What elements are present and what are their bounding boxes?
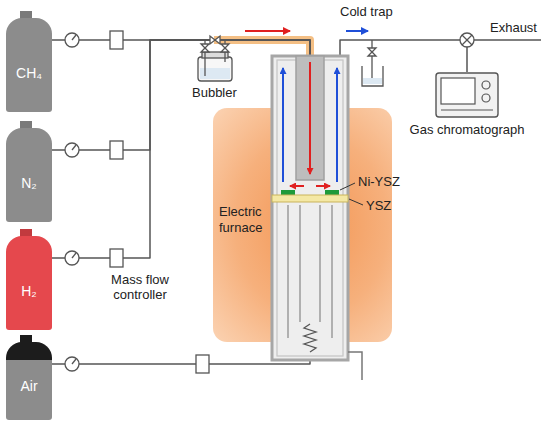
pressure-gauges: [65, 33, 79, 371]
label-holder: YSZ: [366, 198, 391, 213]
electric-furnace: Electric furnace: [213, 108, 392, 342]
exhaust-flow-arrow: [282, 68, 284, 182]
flow-label: Exhaust: [490, 20, 537, 35]
exhaust-valve: [460, 33, 474, 47]
gas-cylinder: Air: [6, 342, 52, 420]
leader-line: [340, 183, 355, 190]
node-text: Gas chromatograph: [410, 122, 525, 138]
cylinder-label: Air: [6, 378, 52, 394]
fuel-spread-arrow: [290, 185, 304, 187]
gas-chromatograph: Gas chromatograph: [402, 72, 532, 138]
equipment-label: Cold trap: [340, 4, 393, 19]
label-holder: Cold trap: [340, 4, 393, 19]
fuel-flow-arrow: [309, 62, 311, 174]
anode-layer: [325, 190, 339, 195]
cylinder-label: N₂: [6, 175, 52, 191]
cylinder-label: CH₄: [6, 65, 52, 81]
node-text: Electric furnace: [219, 204, 271, 236]
gas-cylinder: H₂: [6, 236, 52, 330]
cold-trap: [362, 40, 383, 86]
inlet-tube: [296, 56, 324, 180]
spring-symbol: [304, 324, 316, 352]
outlet-flow-arrow: [346, 30, 368, 32]
electrolyte-plate: [272, 195, 348, 202]
fuel-spread-arrow: [316, 185, 330, 187]
mass-flow-controllers: [110, 31, 209, 373]
air-outlet-pipe: [348, 352, 362, 380]
gas-cylinder: N₂: [6, 128, 52, 222]
gas-cylinder: CH₄: [6, 18, 52, 112]
inlet-flow-arrow: [245, 30, 290, 32]
equipment-label: Mass flow controller: [98, 272, 182, 302]
label-holder: Bubbler: [192, 85, 237, 100]
exhaust-flow-arrow: [336, 68, 338, 182]
equipment-label: Bubbler: [192, 85, 237, 100]
leader-line: [349, 199, 363, 205]
gc-instrument: [435, 72, 499, 118]
bubbler-assembly: [198, 36, 232, 81]
exhaust-line: [467, 39, 541, 41]
cylinder-label: H₂: [6, 283, 52, 299]
label-holder: Exhaust: [490, 20, 537, 35]
label-holder: Mass flow controller: [98, 272, 182, 302]
label-holder: Ni-YSZ: [358, 174, 400, 189]
outer-tube-inner-wall: [277, 60, 343, 356]
outer-tube: [272, 56, 348, 360]
part-label: YSZ: [366, 198, 391, 213]
part-label: Ni-YSZ: [358, 174, 400, 189]
anode-layer: [281, 190, 295, 195]
air-tubes: [288, 205, 332, 338]
